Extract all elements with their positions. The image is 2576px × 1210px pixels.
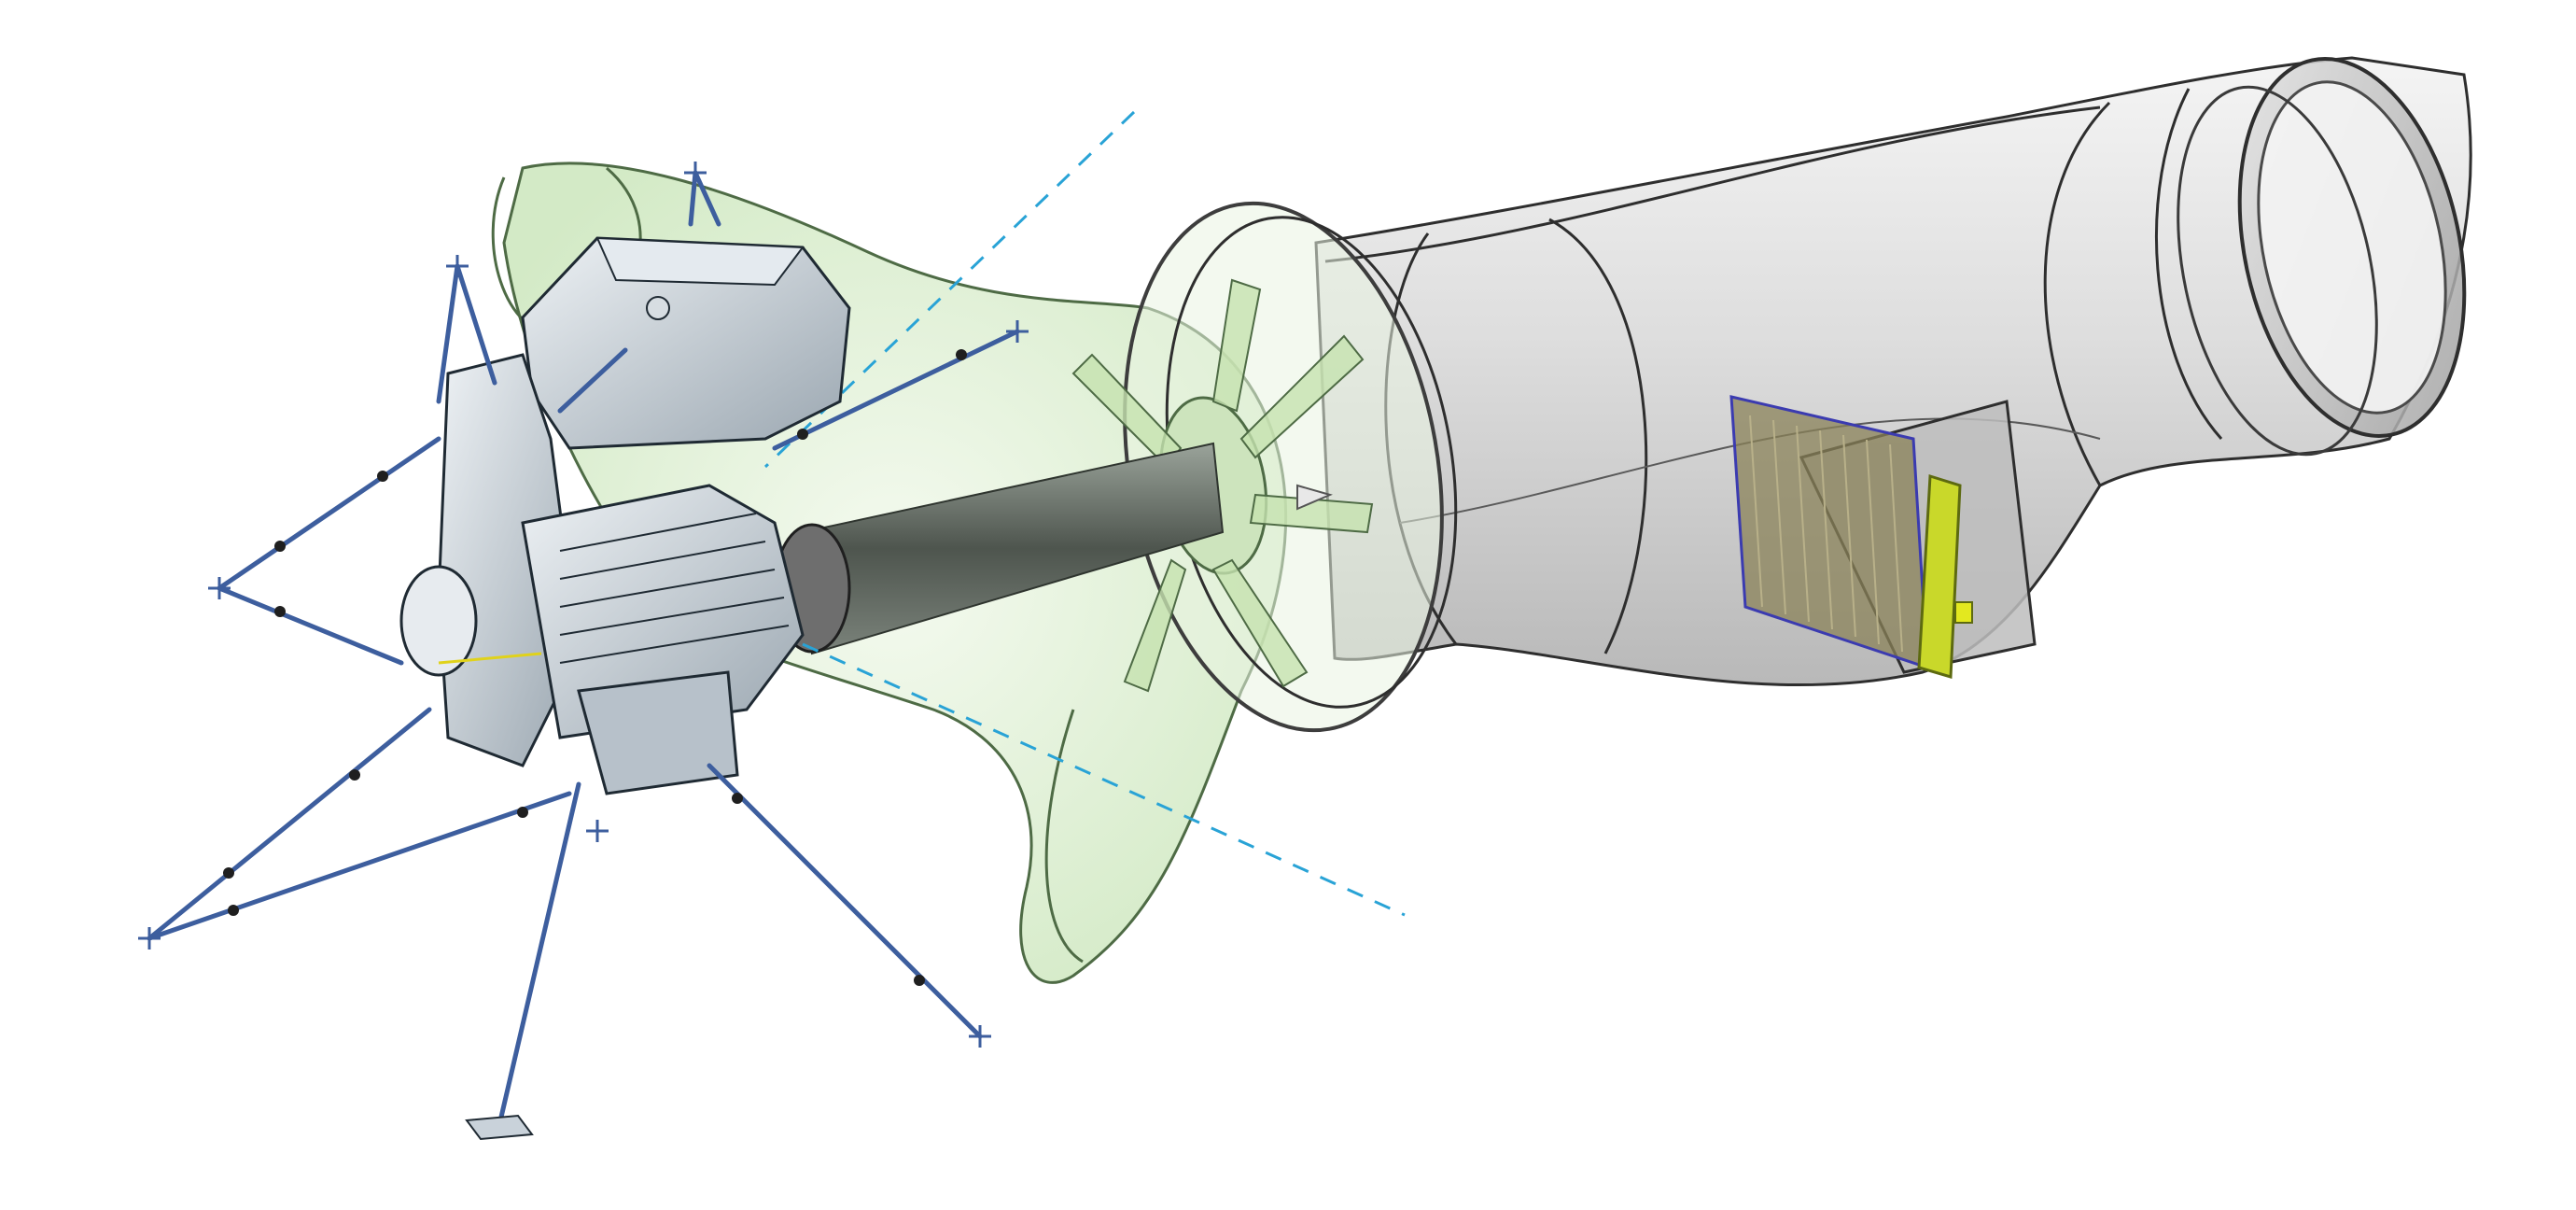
engine-pulley[interactable] (399, 565, 478, 677)
radiator[interactable] (1729, 395, 1973, 679)
tank-top (595, 236, 805, 287)
tank-filler-cap[interactable] (646, 296, 670, 320)
mount-rod-9[interactable] (772, 329, 1020, 451)
duct-outlet-lip (2177, 85, 2378, 457)
radiator-frame[interactable] (1917, 473, 1962, 679)
duct-seam-2 (1548, 218, 1648, 654)
mount-rod-4[interactable] (217, 585, 404, 666)
radiator-fins (1749, 415, 1903, 653)
anchor-cross-4 (969, 1025, 991, 1048)
mount-rod-2[interactable] (436, 263, 460, 404)
mount-rod-12[interactable] (557, 347, 628, 414)
fan-blades (1071, 278, 1374, 693)
mount-rod-7[interactable] (497, 781, 581, 1128)
anchor-cross-2 (208, 577, 231, 599)
mount-rod-3[interactable] (217, 436, 441, 591)
air-duct[interactable] (1314, 38, 2497, 687)
mount-bushings (223, 349, 967, 986)
duct-seam-4 (2154, 88, 2223, 440)
fan-arrow-icon (1296, 484, 1333, 511)
cylinder-fins (559, 513, 790, 664)
mount-rod-1[interactable] (455, 263, 497, 386)
engine-axis-marker (438, 652, 542, 665)
mount-foot-plate[interactable] (465, 1114, 534, 1141)
anchor-cross-1 (446, 255, 469, 277)
duct-outlet-inner (2257, 80, 2447, 415)
mount-rod-6[interactable] (147, 791, 572, 941)
duct-seam-3 (2043, 101, 2111, 486)
duct-crease (1324, 106, 2101, 263)
shroud-lower-lip (1044, 709, 1084, 964)
radiator-cap[interactable] (1954, 601, 1973, 624)
engine-block[interactable] (399, 353, 805, 795)
engine-cylinder[interactable] (521, 484, 805, 739)
engine-gearbox[interactable] (577, 670, 739, 795)
mount-rod-11[interactable] (693, 170, 721, 227)
anchor-cross-5 (1006, 320, 1029, 343)
axis-line-lower (802, 642, 1406, 917)
mount-rod-8[interactable] (707, 763, 983, 1039)
mount-rod-5[interactable] (147, 707, 432, 941)
anchor-cross-6 (684, 162, 707, 184)
mount-anchors (138, 162, 1029, 1048)
fuel-tank[interactable] (521, 236, 851, 450)
anchor-cross-3 (138, 927, 161, 950)
anchor-cross-7 (586, 820, 609, 842)
engine-mounts[interactable] (147, 170, 1020, 1128)
duct-body[interactable] (1314, 56, 2472, 687)
